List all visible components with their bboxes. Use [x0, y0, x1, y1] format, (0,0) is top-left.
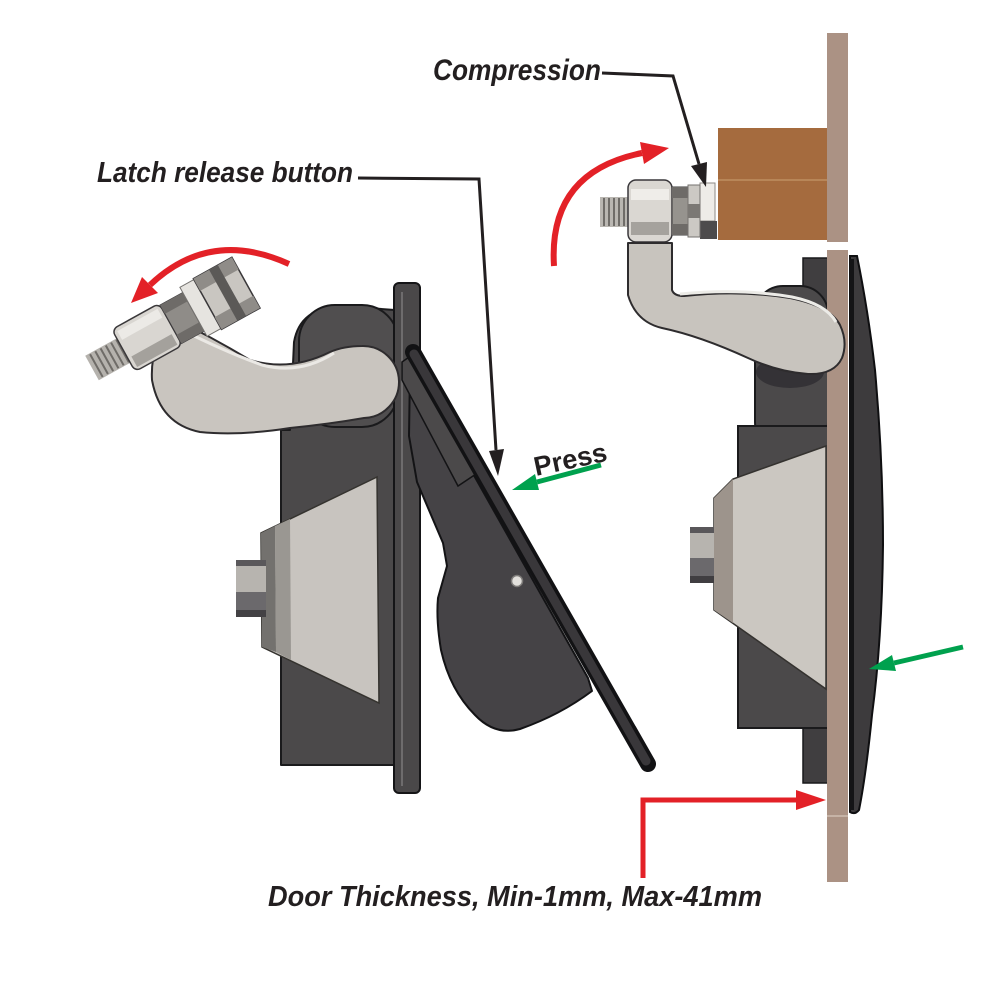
- compression-leader: [601, 71, 707, 187]
- door-thickness-label: Door Thickness, Min-1mm, Max-41mm: [268, 881, 762, 913]
- door-panel-strip: [827, 250, 848, 882]
- compression-label: Compression: [433, 54, 601, 87]
- cam-block-shade: [261, 526, 276, 652]
- latch-bolt-closed: [600, 179, 701, 243]
- release-arm: [150, 317, 400, 435]
- latch-release-arrowhead-icon: [489, 449, 504, 476]
- frame-panel-upper: [827, 33, 848, 242]
- latch-release-leader: [357, 176, 504, 476]
- rotate-open-arrow-icon: [131, 247, 291, 303]
- latch-bolt-open: [85, 256, 262, 381]
- latch-release-button-label: Latch release button: [97, 157, 353, 189]
- release-arm-closed: [627, 242, 846, 376]
- press-arrow-icon: [512, 462, 602, 490]
- cam-block-shade2: [275, 519, 291, 660]
- compression-arrowhead-icon: [691, 162, 707, 187]
- adjust-nut: [236, 560, 266, 617]
- latch-closed-view: [600, 33, 885, 882]
- door-thickness-arrow: [640, 790, 826, 878]
- compression-nut: [700, 221, 717, 239]
- panel-press-arrow-icon: [869, 644, 964, 671]
- adjust-nut-closed: [690, 527, 714, 583]
- rotate-close-arrow-icon: [550, 142, 669, 267]
- latch-open-view: [85, 256, 656, 794]
- rivet-hole: [510, 574, 524, 588]
- cam-block-closed-shade: [714, 479, 733, 623]
- exterior-panel: [849, 255, 885, 815]
- compression-washer: [699, 182, 716, 222]
- frame-keeper-block: [718, 128, 827, 240]
- release-arm-closed-highlight: [679, 290, 838, 323]
- release-arm-highlight: [181, 328, 335, 370]
- door-panel-open-face: [409, 349, 651, 766]
